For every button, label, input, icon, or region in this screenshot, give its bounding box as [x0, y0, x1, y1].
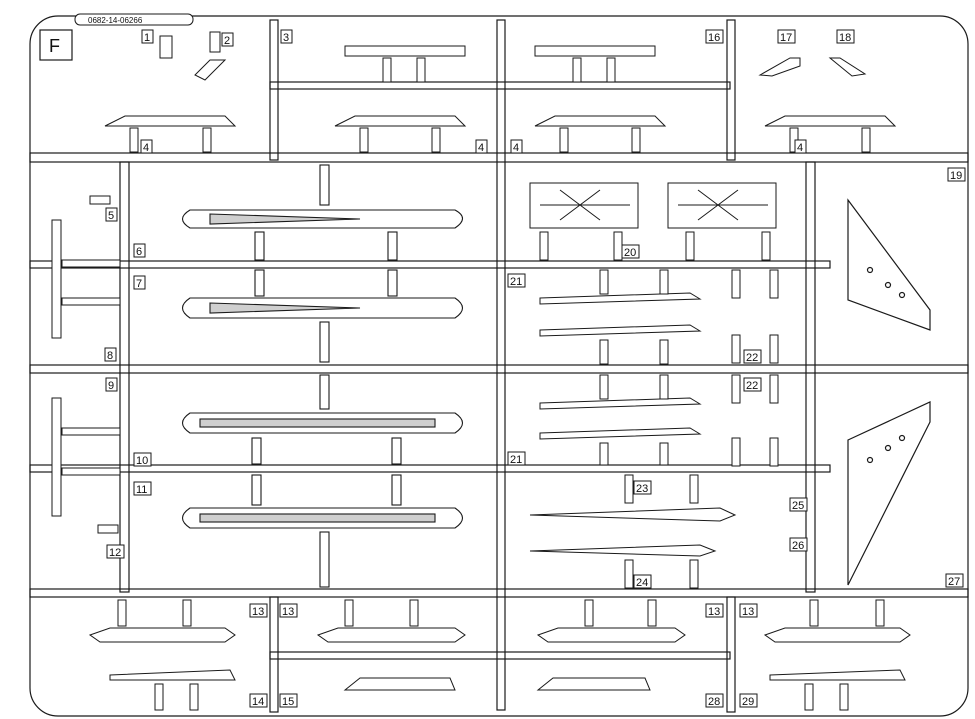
part-number-label: 4: [478, 142, 484, 154]
part-number-label: 15: [282, 696, 294, 708]
part-number-label: 13: [708, 606, 720, 618]
part-number-label: 23: [636, 483, 648, 495]
fin-parts: [847, 198, 931, 586]
part-tag-13: 13: [279, 603, 298, 618]
part-number-label: 22: [746, 352, 758, 364]
sprue-header: F 0682-14-06266: [39, 13, 194, 61]
part-number-label: 3: [283, 32, 289, 44]
part-tag-15: 15: [279, 693, 298, 708]
part-tag-2: 2: [221, 32, 234, 47]
part-number-label: 11: [136, 484, 147, 496]
part-tag-22: 22: [743, 377, 762, 392]
part-tag-21: 21: [507, 451, 526, 466]
part-number-label: 2: [224, 35, 230, 47]
part-number-label: 18: [839, 32, 851, 44]
part-tag-21: 21: [507, 273, 526, 288]
part-tag-20: 20: [621, 244, 640, 259]
part-tag-10: 10: [133, 452, 152, 467]
sprue-code: 0682-14-06266: [88, 16, 143, 25]
sprue-letter: F: [49, 36, 60, 56]
rack-parts: [529, 182, 779, 589]
part-tag-18: 18: [836, 29, 855, 44]
vertical-runners: [119, 19, 816, 713]
part-number-label: 7: [136, 278, 142, 290]
part-number-label: 1: [144, 32, 150, 44]
part-tag-9: 9: [105, 377, 118, 392]
part-number-label: 21: [510, 276, 522, 288]
part-number-label: 4: [797, 142, 803, 154]
part-tag-16: 16: [705, 29, 724, 44]
part-tag-22: 22: [743, 349, 762, 364]
part-tag-7: 7: [133, 275, 146, 290]
part-number-label: 6: [136, 246, 142, 258]
part-tag-4: 4: [475, 139, 488, 154]
missile-bodies: [181, 164, 464, 588]
horizontal-runners: [29, 81, 969, 660]
part-number-label: 4: [143, 142, 149, 154]
part-tag-6: 6: [133, 243, 146, 258]
part-number-label: 17: [780, 32, 792, 44]
part-number-label: 13: [742, 606, 754, 618]
part-tag-1: 1: [141, 29, 154, 44]
part-number-label: 13: [252, 606, 264, 618]
part-tag-11: 11: [133, 481, 152, 496]
pylons-bottom: [88, 599, 911, 711]
part-tag-13: 13: [739, 603, 758, 618]
part-number-label: 29: [742, 696, 754, 708]
part-tag-25: 25: [789, 497, 808, 512]
part-tag-4: 4: [140, 139, 153, 154]
part-tag-13: 13: [705, 603, 724, 618]
part-number-label: 10: [136, 455, 148, 467]
part-tag-12: 12: [106, 544, 125, 559]
part-tag-19: 19: [947, 167, 966, 182]
part-number-label: 8: [107, 350, 113, 362]
part-number-label: 22: [746, 380, 758, 392]
part-tag-13: 13: [249, 603, 268, 618]
part-number-label: 14: [252, 696, 264, 708]
part-tag-29: 29: [739, 693, 758, 708]
part-number-label: 21: [510, 454, 522, 466]
part-tag-24: 24: [633, 574, 652, 589]
part-tag-14: 14: [249, 693, 268, 708]
part-tag-28: 28: [705, 693, 724, 708]
part-number-label: 4: [513, 142, 519, 154]
part-tag-27: 27: [945, 573, 964, 588]
part-number-label: 12: [109, 547, 121, 559]
part-number-label: 13: [282, 606, 294, 618]
part-tag-4: 4: [794, 139, 807, 154]
part-number-label: 27: [948, 576, 960, 588]
left-parts: [51, 195, 121, 534]
part-tag-4: 4: [510, 139, 523, 154]
part-tag-17: 17: [777, 29, 796, 44]
part-number-label: 9: [108, 380, 114, 392]
part-number-label: 19: [950, 170, 962, 182]
part-tag-3: 3: [280, 29, 293, 44]
part-tag-5: 5: [105, 207, 118, 222]
part-tag-23: 23: [633, 480, 652, 495]
part-number-label: 26: [792, 540, 804, 552]
part-number-label: 5: [108, 210, 114, 222]
pylons-top: [104, 31, 897, 153]
part-number-label: 28: [708, 696, 720, 708]
part-number-label: 25: [792, 500, 804, 512]
part-tag-26: 26: [789, 537, 808, 552]
part-number-label: 24: [636, 577, 648, 589]
part-tag-8: 8: [104, 347, 117, 362]
part-number-label: 16: [708, 32, 720, 44]
part-number-label: 20: [624, 247, 636, 259]
